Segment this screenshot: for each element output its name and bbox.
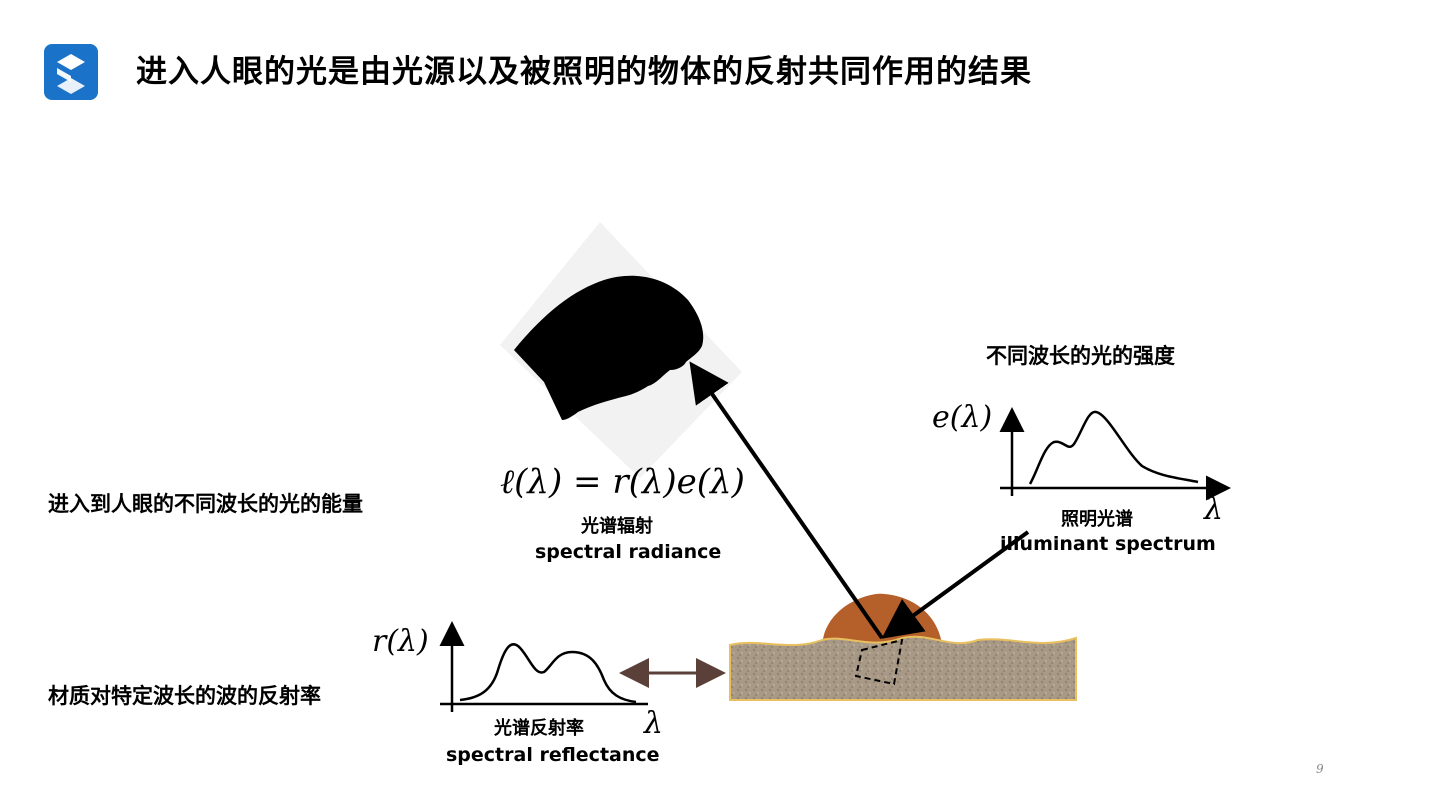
illuminant-x-label: λ: [1204, 492, 1224, 527]
illuminant-curve: [1028, 410, 1199, 485]
head-silhouette: [500, 222, 742, 478]
spectral-radiance-en: spectral radiance: [535, 541, 722, 563]
reflectance-y-label: r(λ): [372, 624, 429, 659]
spectral-reflectance-cn: 光谱反射率: [494, 718, 584, 739]
eye-energy-label: 进入到人眼的不同波长的光的能量: [48, 492, 363, 516]
incident-light-arrow: [881, 530, 1030, 639]
logo-mark-icon: [57, 54, 85, 94]
slide-title: 进入人眼的光是由光源以及被照明的物体的反射共同作用的结果: [136, 54, 1032, 90]
intensity-label: 不同波长的光的强度: [986, 344, 1175, 368]
spectral-radiance-formula: ℓ(λ) = r(λ)e(λ): [500, 462, 745, 502]
reflected-light-arrow: [689, 361, 884, 640]
material-reflectance-label: 材质对特定波长的波的反射率: [48, 684, 321, 708]
logo: [44, 44, 98, 100]
page-number: 9: [1316, 762, 1324, 776]
spectral-radiance-cn: 光谱辐射: [581, 516, 653, 537]
illuminant-spectrum-cn: 照明光谱: [1061, 509, 1133, 530]
surface-material: [729, 593, 1077, 701]
illuminant-graph: [999, 407, 1231, 501]
reflectance-curve: [459, 643, 637, 704]
reflectance-graph: [439, 621, 648, 712]
illuminant-spectrum-en: illuminant spectrum: [1000, 533, 1216, 555]
illuminant-y-label: e(λ): [932, 400, 993, 435]
reflectance-x-label: λ: [644, 706, 664, 741]
spectral-reflectance-en: spectral reflectance: [446, 744, 660, 766]
